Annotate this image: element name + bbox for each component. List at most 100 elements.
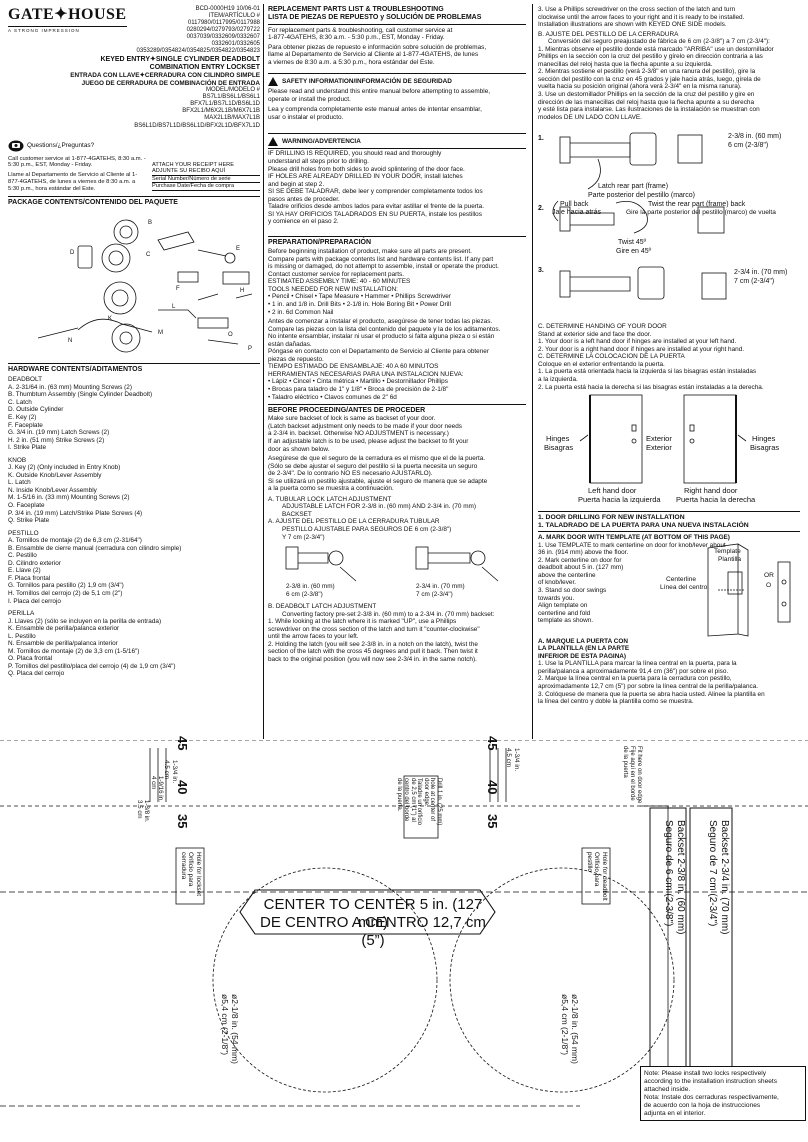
safety-title: SAFETY INFORMATION/INFORMACIÓN DE SEGURI… [282,77,452,85]
list-item: Q. Placa del cerrojo [8,670,65,678]
exterior-label: Exterior [646,434,672,444]
note-line: Note: Please install two locks respectiv… [644,1070,767,1077]
svg-text:E: E [236,246,240,252]
step-text: Stand at exterior side and face the door… [538,330,652,338]
item-number: 0353289/0354824/0354825/0354822/0354823 [136,48,260,55]
step-text: 1. La puerta está orientada hacia la izq… [538,368,757,376]
backset-text: Backset 2-3/8 in. (60 mm) [675,820,686,935]
warning-heading: WARNING/ADVERTENCIA [268,133,526,147]
step-text: of knob/lever. [538,579,577,587]
svg-text:H: H [240,288,244,294]
step-text: Coloque en el exterior enfrentando la pu… [538,360,665,368]
list-item: L. Latch [8,479,31,487]
list-item: J. Llaves (2) (sólo se incluyen en la pe… [8,617,162,625]
step-text: 1. Use TEMPLATE to mark centerline on do… [538,541,726,549]
right-door-label-es: Puerta hacia la derecha [676,495,756,505]
latch-adjust-figure: 2-3/8 in. (60 mm) 6 cm (2-3/8") 2-3/4 in… [268,541,526,603]
deadbolt-adjust-figures: 1. 2-3/8 in. (60 mm) 6 cm (2-3/8") Latch… [538,123,800,323]
item-number: 0332601/0332605 [211,41,260,48]
list-item: C. Pestillo [8,552,37,560]
prep-text: Antes de comenzar a instalar el producto… [268,318,493,326]
step-text: 2. Marque la línea central en la puerta … [538,675,732,683]
step-text: template as shown. [538,617,594,625]
list-item: C. Latch [8,398,32,406]
prep-text: Compare las piezas con la lista del cont… [268,325,501,333]
svg-text:K: K [108,316,112,322]
column-divider [532,4,533,739]
warning-text: understand all steps prior to drilling. [268,157,369,165]
hinges-label: Hinges [546,434,570,444]
template-label: Template [714,547,741,555]
drill-note-line: Drill 1 in. (25 mm) [436,778,442,826]
prep-text: TOOLS NEEDED FOR NEW INSTALLATION: [268,285,398,293]
before-text: A. TUBULAR LOCK LATCH ADJUSTMENT [268,495,392,503]
column-divider [263,4,264,739]
hole-label: Orificio para [593,852,601,887]
mark-title-es: A. MARQUE LA PUERTA CON [538,637,628,645]
step-text: 3. Colóquese de manera que la puerta se … [538,690,765,698]
questions-label: Questions/¿Preguntas? [27,141,95,149]
step-text: modelos DE UN LADO CON LLAVE. [538,113,642,121]
before-text: Y 7 cm (2-3/4") [282,533,325,541]
questions-es: Llame al Departamento de Servicio al Cli… [8,172,138,192]
step-text: centerline and fold [538,609,591,617]
door-handing-figure: Hinges Bisagras Exterior Exterior Hinges… [538,391,800,511]
drill-note-line: door edge. [422,778,429,807]
prep-text: • Lápiz • Cincel • Cinta métrica • Marti… [268,378,448,386]
header-ids: BCD-0000H19 10/06-01 ITEM/ARTÍCULO # 011… [187,6,260,48]
drill-note-line: Taladre un orificio [416,778,423,826]
before-text: Asegúrese de que el seguro de la cerradu… [268,455,486,463]
warning-triangle-icon [268,137,278,147]
right-door-label: Right hand door [684,486,738,496]
step-text: 1. Use la PLANTILLA para marcar la línea… [538,660,737,668]
hole-label: Hole for lockset [195,852,202,897]
fig-label: Parte posterior del pestillo (marco) [588,192,695,200]
step-text: above the centerline [538,571,596,579]
hinges-label-es: Bisagras [544,443,574,453]
item-number: 0117980/0117995/0117988 [187,20,260,27]
scale-number: 45 [485,736,500,751]
step-text: 2. Your door is a right hand door if hin… [538,345,745,353]
before-text: Make sure backset of lock is same as bac… [268,415,436,423]
list-item: F. Faceplate [8,421,43,429]
title-en: KEYED ENTRY✦SINGLE CYLINDER DEADBOLT [100,55,261,63]
or-label: OR [764,571,774,579]
step3-text: 3. Use a Phillips screwdriver on the cro… [538,6,736,13]
doc-code: BCD-0000H19 10/06-01 [195,6,260,12]
warning-text: and begin at step 2. [268,180,325,188]
replacement-text: For replacement parts & troubleshooting,… [268,26,453,34]
warning-text: SI YA HAY ORIFICIOS TALADRADOS EN SU PUE… [268,210,482,218]
deadbolt-latch-illustration [552,132,727,300]
step-text: Align template on [538,602,588,610]
svg-text:L: L [172,304,176,310]
before-text: (Sólo se debe ajustar el seguro del pest… [268,462,478,470]
model: BS7L1/BS6L1/BS6L1 [202,94,260,101]
list-item: D. Outside Cylinder [8,406,64,414]
scale-number: 40 [485,780,500,795]
list-item: F. Placa frontal [8,574,51,582]
step-text: deadbolt about 5 in. (127 mm) [538,564,624,572]
fig-label: 7 cm (2-3/4") [734,278,775,286]
prep-text: No intente ensamblar, instalar ni usar e… [268,333,495,341]
list-item: M. Tornillos de montaje (2) de 3,3 cm (1… [8,647,140,655]
svg-text:O: O [228,332,233,338]
fig-label: 6 cm (2-3/8") [728,142,769,150]
hole-label: Hole for deadbolt [601,852,608,901]
column-2: REPLACEMENT PARTS LIST & TROUBLESHOOTING… [268,6,526,663]
mark-title-es: INFERIOR DE ESTA PÁGINA) [538,652,627,660]
before-text: ADJUSTABLE LATCH FOR 2-3/8 in. (60 mm) A… [282,503,477,511]
column-3: 3. Use a Phillips screwdriver on the cro… [538,6,800,706]
section-heading: C. DETERMINE LA COLOCACIÓN DE LA PUERTA [538,353,685,361]
section-heading: B. AJUSTE DEL PESTILLO DE LA CERRADURA [538,30,679,38]
warning-triangle-icon [268,77,278,87]
list-item: A. 2-31/64 in. (63 mm) Mounting Screws (… [8,383,132,391]
step-text: 2. Mark centerline on door for [538,556,622,564]
deadbolt-adjust-text: 1. While looking at the latch where it i… [268,618,457,626]
mark-title-es: LA PLANTILLA (EN LA PARTE [538,645,630,653]
note-line: de acuerdo con la hoja de instrucciones [644,1101,761,1109]
receipt-line: ADJUNTE SU RECIBO AQUÍ [152,168,260,176]
fig-label: 2-3/8 in. (60 mm) [286,583,335,591]
list-item: Q. Strike Plate [8,517,50,525]
replacement-text: 1-877-4GATEHS, 8:30 a.m. - 5:30 p.m., ES… [268,34,445,42]
install-note: Note: Please install two locks respectiv… [640,1066,806,1122]
